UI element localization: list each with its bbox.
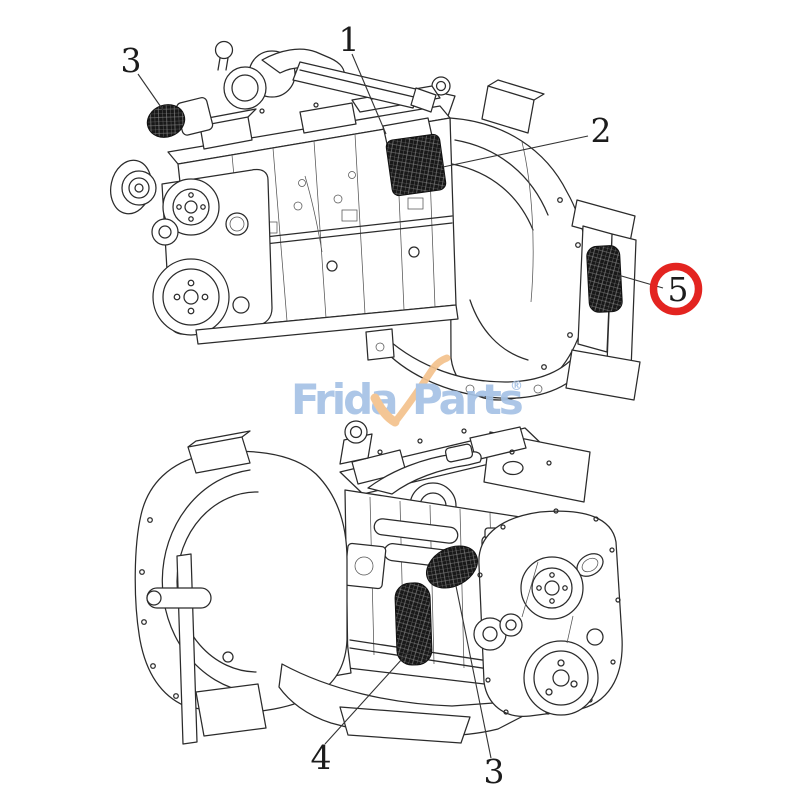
svg-text:3: 3 — [121, 41, 142, 80]
water-pump-pulley-bottom — [520, 556, 584, 620]
fuel-filter-assembly — [382, 117, 447, 197]
flywheel-housing — [134, 430, 348, 745]
bottom-engine-drawing — [134, 420, 623, 745]
crank-damper-bottom — [523, 640, 599, 716]
crankshaft-damper — [152, 258, 230, 336]
oil-pan-rail — [195, 304, 459, 361]
part-4-hatched-filter — [394, 582, 433, 666]
svg-text:5: 5 — [668, 270, 689, 309]
highlight-ring — [649, 262, 703, 316]
callout-5-highlighted: 5 — [617, 262, 703, 316]
callout-3-bottom: 3 — [455, 585, 505, 791]
svg-text:2: 2 — [591, 111, 612, 150]
mount-foot — [195, 683, 267, 737]
callout-2: 2 — [442, 111, 612, 168]
oil-pan — [278, 663, 532, 744]
part-5-hatched-element — [586, 245, 623, 313]
turbocharger — [214, 40, 437, 113]
part-3-hatched-element-bottom — [426, 545, 478, 589]
registered-trademark-symbol: ® — [510, 379, 523, 394]
oil-fill-cap — [502, 460, 524, 476]
logo-y-swoosh-icon — [370, 354, 451, 427]
callout-1: 1 — [339, 20, 387, 135]
idler-pulleys — [473, 613, 523, 651]
logo-text-parts: Parts — [412, 375, 523, 424]
mount-block — [481, 79, 545, 134]
callouts: 3 1 2 5 4 3 — [121, 20, 703, 791]
breather-cap — [214, 40, 234, 60]
top-engine-drawing — [110, 40, 641, 401]
callout-3-top: 3 — [121, 41, 164, 111]
part-3-assembly — [146, 97, 214, 138]
svg-text:4: 4 — [311, 738, 332, 777]
part-2-hatched-filter — [385, 133, 447, 197]
lifting-eye-bottom — [339, 420, 373, 465]
fan-hub — [121, 170, 157, 206]
svg-text:1: 1 — [339, 20, 360, 59]
callout-4: 4 — [311, 647, 413, 777]
intake-elbow — [367, 443, 482, 495]
svg-text:3: 3 — [484, 752, 505, 791]
watermark-logo: Frida Parts ® — [291, 354, 526, 427]
tensioner-pulley — [151, 218, 179, 246]
transmission-housing — [449, 117, 590, 401]
water-pump-pulley — [162, 178, 220, 236]
